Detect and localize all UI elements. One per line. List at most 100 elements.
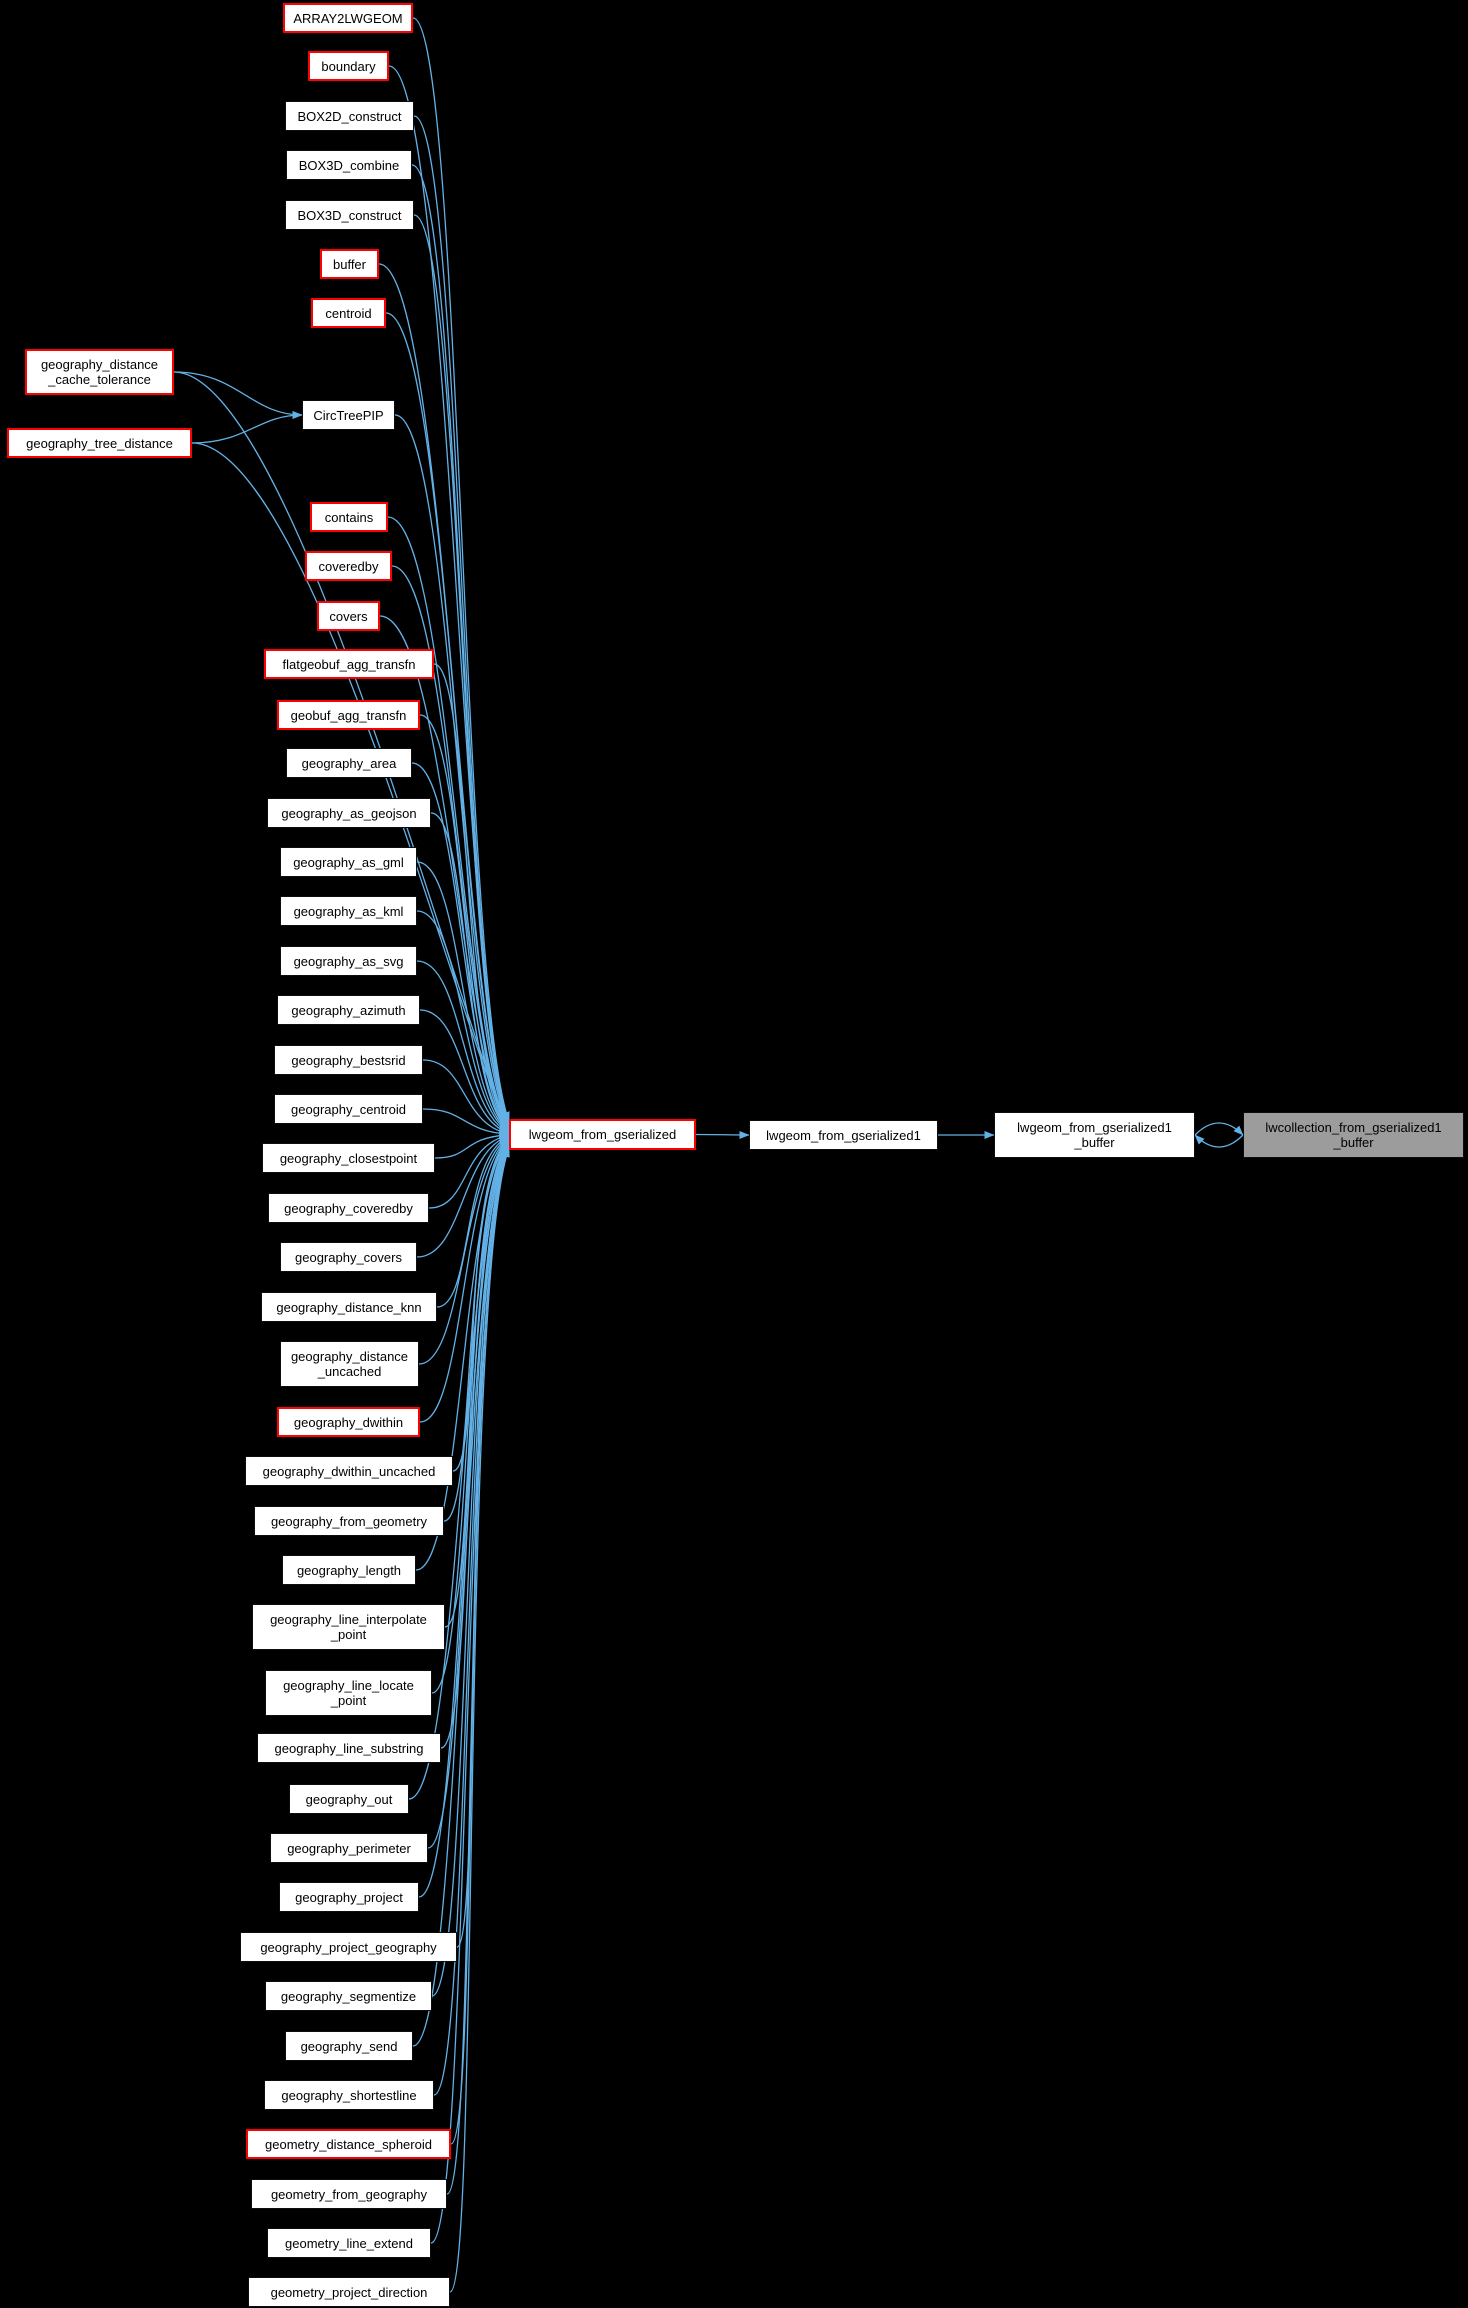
graph-node-covers[interactable]: covers xyxy=(317,601,380,631)
graph-node-geography_line_locate_point[interactable]: geography_line_locate_point xyxy=(265,1670,432,1716)
graph-node-label: _buffer xyxy=(1333,1135,1374,1150)
graph-node-geography_as_geojson[interactable]: geography_as_geojson xyxy=(267,798,431,828)
graph-node-lwgeom_from_gserialized1_buffer[interactable]: lwgeom_from_gserialized1_buffer xyxy=(994,1112,1195,1158)
graph-node-BOX3D_construct[interactable]: BOX3D_construct xyxy=(285,200,414,230)
edge-geography_tree_distance-to-CircTreePIP xyxy=(191,411,303,444)
graph-node-label: geography_dwithin_uncached xyxy=(262,1463,436,1479)
graph-node-BOX3D_combine[interactable]: BOX3D_combine xyxy=(286,150,412,180)
graph-node-geography_length[interactable]: geography_length xyxy=(282,1555,416,1585)
edge-geography_coveredby-to-lwgeom_from_gserialized xyxy=(428,1133,510,1209)
graph-node-geography_as_gml[interactable]: geography_as_gml xyxy=(280,847,417,877)
graph-node-geography_area[interactable]: geography_area xyxy=(286,748,412,778)
graph-node-label: lwgeom_from_gserialized xyxy=(528,1127,677,1142)
graph-node-geography_line_substring[interactable]: geography_line_substring xyxy=(257,1733,441,1763)
edge-centroid-to-lwgeom_from_gserialized xyxy=(385,312,510,1126)
edge-geography_distance_cache_tolerance-to-CircTreePIP xyxy=(173,371,303,419)
graph-node-geography_line_interpolate_point[interactable]: geography_line_interpolate_point xyxy=(252,1604,445,1650)
graph-node-label: geobuf_agg_transfn xyxy=(290,707,407,723)
edge-BOX3D_construct-to-lwgeom_from_gserialized xyxy=(413,214,510,1125)
edge-geography_line_interpolate_point-to-lwgeom_from_gserialized xyxy=(444,1139,510,1628)
graph-node-centroid[interactable]: centroid xyxy=(311,298,386,328)
graph-node-geography_send[interactable]: geography_send xyxy=(285,2031,413,2061)
graph-node-lwcollection_from_gserialized1_buffer[interactable]: lwcollection_from_gserialized1_buffer xyxy=(1243,1112,1464,1158)
graph-node-geography_shortestline[interactable]: geography_shortestline xyxy=(264,2080,434,2110)
graph-node-geography_distance_uncached[interactable]: geography_distance_uncached xyxy=(280,1341,419,1387)
graph-node-geography_project_geography[interactable]: geography_project_geography xyxy=(240,1932,457,1962)
graph-node-label: boundary xyxy=(321,58,376,74)
graph-node-label: centroid xyxy=(325,305,372,321)
graph-node-geometry_line_extend[interactable]: geometry_line_extend xyxy=(267,2228,431,2258)
graph-node-label: geography_send xyxy=(300,2038,398,2054)
graph-node-geography_project[interactable]: geography_project xyxy=(279,1882,419,1912)
graph-node-geography_as_svg[interactable]: geography_as_svg xyxy=(280,946,417,976)
graph-node-label: geography_centroid xyxy=(291,1101,406,1117)
graph-node-label: geography_area xyxy=(301,755,397,771)
graph-node-label: geography_distance xyxy=(40,357,159,372)
graph-node-label: geography_as_gml xyxy=(293,854,404,870)
graph-node-geography_from_geometry[interactable]: geography_from_geometry xyxy=(254,1506,444,1536)
graph-node-geography_dwithin_uncached[interactable]: geography_dwithin_uncached xyxy=(245,1456,453,1486)
graph-node-label: geography_covers xyxy=(295,1249,402,1265)
graph-node-label: _buffer xyxy=(1074,1135,1115,1150)
graph-node-lwgeom_from_gserialized[interactable]: lwgeom_from_gserialized xyxy=(509,1119,696,1150)
edge-geometry_project_direction-to-lwgeom_from_gserialized xyxy=(449,1147,510,2293)
edge-lwgeom_from_gserialized-to-lwgeom_from_gserialized1 xyxy=(695,1130,750,1139)
graph-node-geography_centroid[interactable]: geography_centroid xyxy=(274,1094,423,1124)
edge-geography_as_kml-to-lwgeom_from_gserialized xyxy=(416,910,510,1133)
graph-node-label: BOX3D_combine xyxy=(298,157,400,173)
graph-node-coveredby[interactable]: coveredby xyxy=(305,551,392,581)
graph-node-CircTreePIP[interactable]: CircTreePIP xyxy=(302,400,395,430)
graph-node-label: geography_project xyxy=(295,1889,403,1905)
graph-node-geography_bestsrid[interactable]: geography_bestsrid xyxy=(274,1045,423,1075)
graph-node-geography_segmentize[interactable]: geography_segmentize xyxy=(265,1981,432,2011)
edge-geography_project-to-lwgeom_from_gserialized xyxy=(418,1142,510,1898)
graph-node-label: geography_as_svg xyxy=(293,953,404,969)
graph-node-geography_distance_knn[interactable]: geography_distance_knn xyxy=(261,1292,437,1322)
edge-geography_area-to-lwgeom_from_gserialized xyxy=(411,762,510,1131)
graph-node-label: geometry_project_direction xyxy=(270,2284,428,2300)
graph-node-ARRAY2LWGEOM[interactable]: ARRAY2LWGEOM xyxy=(283,3,413,33)
graph-node-label: geography_distance xyxy=(290,1349,409,1364)
graph-node-label: geography_bestsrid xyxy=(291,1052,406,1068)
graph-node-geography_as_kml[interactable]: geography_as_kml xyxy=(280,896,417,926)
graph-node-label: geography_as_geojson xyxy=(281,805,417,821)
graph-node-label: buffer xyxy=(332,256,366,272)
graph-node-geography_distance_cache_tolerance[interactable]: geography_distance_cache_tolerance xyxy=(25,349,174,395)
edge-geography_as_gml-to-lwgeom_from_gserialized xyxy=(416,861,510,1132)
edge-BOX2D_construct-to-lwgeom_from_gserialized xyxy=(413,115,510,1124)
graph-node-geography_coveredby[interactable]: geography_coveredby xyxy=(268,1193,429,1223)
graph-node-label: lwcollection_from_gserialized1 xyxy=(1265,1120,1442,1135)
edge-geography_centroid-to-lwgeom_from_gserialized xyxy=(422,1108,510,1138)
graph-node-label: geometry_distance_spheroid xyxy=(265,2136,432,2152)
graph-node-label: geometry_from_geography xyxy=(270,2186,428,2202)
edge-geography_closestpoint-to-lwgeom_from_gserialized xyxy=(434,1131,510,1159)
graph-node-label: geography_dwithin xyxy=(293,1414,404,1430)
graph-node-geometry_distance_spheroid[interactable]: geometry_distance_spheroid xyxy=(246,2129,451,2159)
graph-node-geography_covers[interactable]: geography_covers xyxy=(280,1242,417,1272)
graph-node-buffer[interactable]: buffer xyxy=(320,249,379,279)
graph-node-contains[interactable]: contains xyxy=(310,502,388,532)
graph-node-boundary[interactable]: boundary xyxy=(308,51,389,81)
graph-node-flatgeobuf_agg_transfn[interactable]: flatgeobuf_agg_transfn xyxy=(264,649,434,679)
graph-node-geography_closestpoint[interactable]: geography_closestpoint xyxy=(262,1143,435,1173)
graph-node-label: geography_perimeter xyxy=(287,1840,411,1856)
graph-node-lwgeom_from_gserialized1[interactable]: lwgeom_from_gserialized1 xyxy=(749,1120,938,1150)
edge-coveredby-to-lwgeom_from_gserialized xyxy=(391,565,510,1129)
graph-node-geometry_project_direction[interactable]: geometry_project_direction xyxy=(248,2277,450,2307)
graph-node-geography_perimeter[interactable]: geography_perimeter xyxy=(270,1833,428,1863)
graph-node-label: covers xyxy=(329,608,368,624)
graph-node-label: geography_line_locate xyxy=(283,1678,414,1693)
graph-node-geography_dwithin[interactable]: geography_dwithin xyxy=(277,1407,420,1437)
graph-node-BOX2D_construct[interactable]: BOX2D_construct xyxy=(285,101,414,131)
graph-node-geometry_from_geography[interactable]: geometry_from_geography xyxy=(251,2179,447,2209)
graph-node-label: geography_line_interpolate xyxy=(270,1612,427,1627)
graph-node-geography_out[interactable]: geography_out xyxy=(289,1784,409,1814)
graph-node-label: ARRAY2LWGEOM xyxy=(293,10,403,26)
graph-node-geography_tree_distance[interactable]: geography_tree_distance xyxy=(7,428,192,458)
edge-contains-to-lwgeom_from_gserialized xyxy=(387,516,510,1128)
graph-node-geobuf_agg_transfn[interactable]: geobuf_agg_transfn xyxy=(277,700,420,730)
graph-node-geography_azimuth[interactable]: geography_azimuth xyxy=(277,995,420,1025)
edge-ARRAY2LWGEOM-to-lwgeom_from_gserialized xyxy=(412,17,510,1122)
edge-geography_distance_uncached-to-lwgeom_from_gserialized xyxy=(418,1136,510,1365)
